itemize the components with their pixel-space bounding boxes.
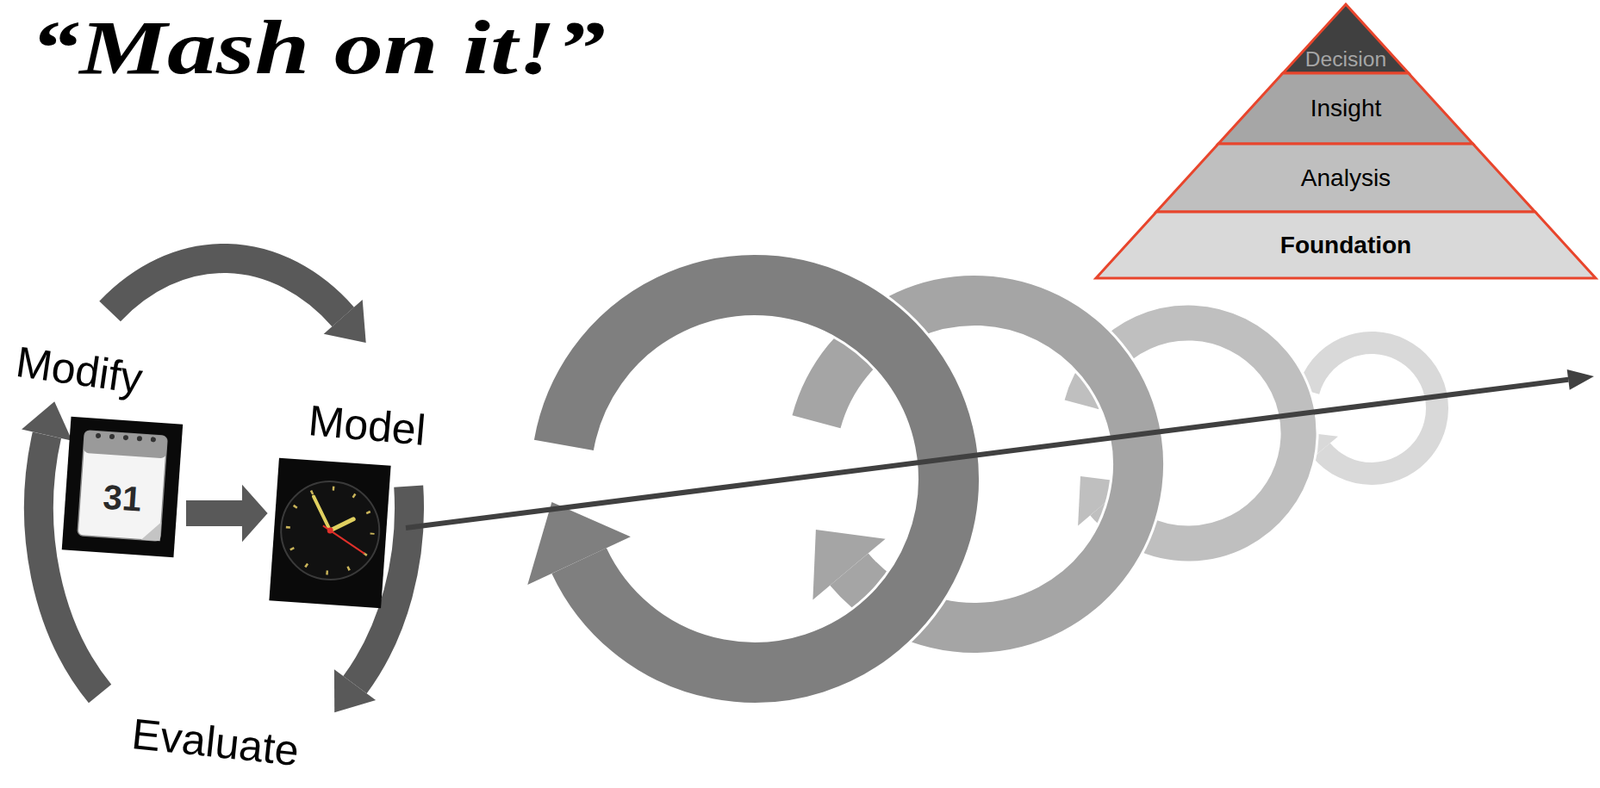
calendar-page xyxy=(77,430,168,542)
title: “Mash on it!” xyxy=(30,10,606,87)
ring-arrowhead xyxy=(527,502,631,586)
band-fill xyxy=(1218,73,1473,144)
ring-body xyxy=(563,285,949,673)
binding-ring xyxy=(136,435,143,442)
level-label: Foundation xyxy=(1280,233,1412,258)
page-curl xyxy=(141,521,162,542)
band-fill xyxy=(1282,4,1409,74)
calendar-binding xyxy=(83,430,169,460)
minute-hand xyxy=(311,496,333,531)
timeline-head xyxy=(1567,369,1594,391)
timeline-line xyxy=(405,379,1569,529)
calendar-date: 31 xyxy=(101,479,143,517)
clock-face xyxy=(277,478,383,584)
icon-tile xyxy=(62,417,183,559)
clock-ticks xyxy=(285,485,376,577)
cycle-arrow xyxy=(110,258,367,343)
ring-outline xyxy=(563,285,949,673)
step-label: Evaluate xyxy=(130,712,302,773)
pyramid-level: Foundation xyxy=(1095,211,1596,279)
hour-hand xyxy=(329,517,354,533)
band-fill xyxy=(1095,211,1596,279)
binding-ring xyxy=(95,433,101,439)
binding-ring xyxy=(150,436,156,443)
pyramid-level: Insight xyxy=(1218,73,1473,144)
step-label: Model xyxy=(306,398,428,453)
level-label: Insight xyxy=(1310,96,1383,121)
calendar-icon xyxy=(62,417,183,559)
pyramid-level: Analysis xyxy=(1156,143,1536,212)
binding-ring xyxy=(109,434,115,440)
arrowhead xyxy=(334,669,376,713)
arrow-body xyxy=(110,258,344,318)
arrowhead xyxy=(21,401,73,442)
level-label: Analysis xyxy=(1301,166,1391,191)
pyramid-level: Decision xyxy=(1282,4,1409,74)
band-fill xyxy=(1156,143,1536,212)
level-label: Decision xyxy=(1305,49,1387,71)
step-label: Modify xyxy=(13,340,146,401)
timeline-arrow xyxy=(405,369,1594,529)
arrowhead xyxy=(323,299,367,343)
iteration-ring xyxy=(527,285,949,673)
binding-ring xyxy=(123,435,129,441)
step-arrow xyxy=(185,482,269,545)
icon-tile xyxy=(268,458,391,610)
second-hand xyxy=(321,525,367,554)
clock-icon xyxy=(268,458,391,610)
clock-hub xyxy=(326,527,333,534)
